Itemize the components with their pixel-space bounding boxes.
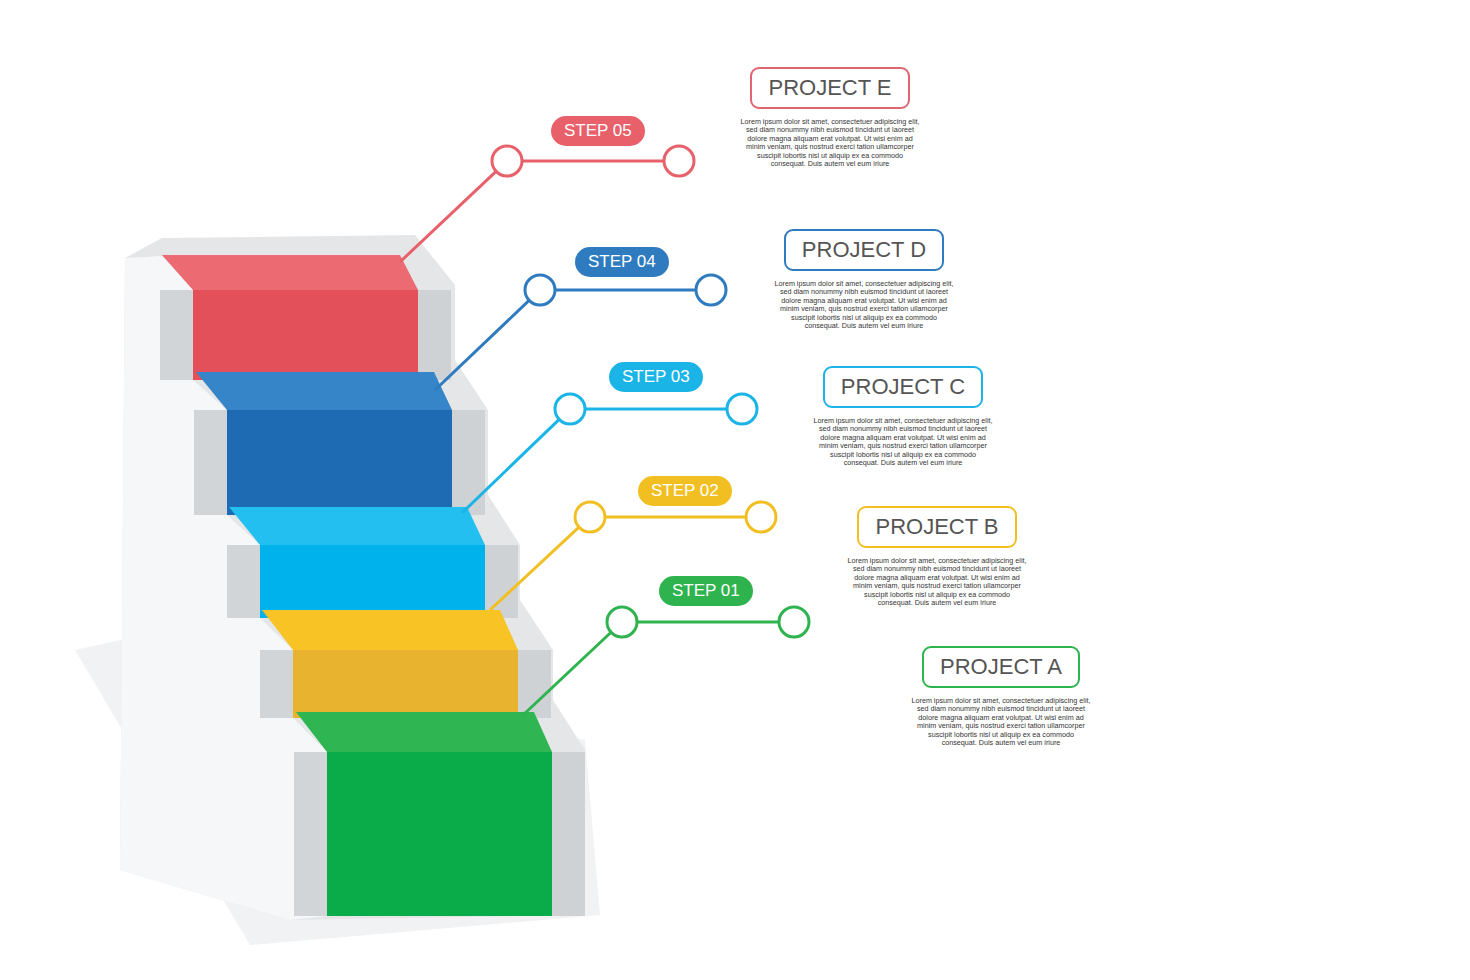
project-title: PROJECT A [922,646,1080,688]
leader-dot [746,502,776,532]
step-trim [194,410,227,515]
leader-line [605,516,746,519]
leader-dot [555,394,585,424]
project-box: PROJECT D Lorem ipsum dolor sit amet, con… [754,229,974,330]
step-riser [193,290,418,380]
leader-line [522,632,611,716]
step-trim [294,752,327,916]
leader-dot [607,607,637,637]
step-riser [260,545,485,618]
step-label: STEP 05 [551,116,645,146]
stair-step [160,255,451,380]
step-trim [518,650,551,718]
step-pill: STEP 04 [575,247,669,277]
step-trim [418,290,451,380]
step-tread [196,372,452,410]
project-box: PROJECT A Lorem ipsum dolor sit amet, con… [891,646,1111,747]
step-trim [452,410,485,515]
step-label: STEP 04 [575,247,669,277]
leader-dot [525,275,555,305]
stair-steps [160,255,585,916]
step-trim [552,752,585,916]
project-description: Lorem ipsum dolor sit amet, consectetuer… [773,280,955,330]
step-trim [160,290,193,380]
step-pill: STEP 03 [609,362,703,392]
leader-dot [779,607,809,637]
step-tread [229,507,485,545]
project-box: PROJECT C Lorem ipsum dolor sit amet, con… [793,366,1013,467]
step-riser [327,752,552,916]
step-label: STEP 01 [659,576,753,606]
step-trim [227,545,260,618]
step-pill: STEP 05 [551,116,645,146]
leader-lines [400,146,809,716]
leader-line [522,160,664,163]
stair-step [260,610,551,718]
step-riser [293,650,518,718]
leader-dot [696,275,726,305]
project-title: PROJECT C [823,366,983,408]
leader-dot [727,394,757,424]
step-label: STEP 03 [609,362,703,392]
project-title: PROJECT D [784,229,944,271]
project-box: PROJECT B Lorem ipsum dolor sit amet, con… [827,506,1047,607]
project-description: Lorem ipsum dolor sit amet, consectetuer… [846,557,1028,607]
leader-line [490,527,579,610]
leader-line [400,171,496,262]
stair-body [120,235,585,920]
stair-step [294,712,585,916]
leader-dot [492,146,522,176]
leader-line [555,289,696,292]
step-label: STEP 02 [638,476,732,506]
step-pill: STEP 01 [659,576,753,606]
leader-line [585,408,727,411]
project-description: Lorem ipsum dolor sit amet, consectetuer… [812,417,994,467]
leader-line [462,419,559,513]
step-tread [162,255,418,290]
stair-step [227,507,518,618]
project-description: Lorem ipsum dolor sit amet, consectetuer… [910,697,1092,747]
step-riser [227,410,452,515]
step-tread [262,610,518,650]
step-trim [260,650,293,718]
stair-step [194,372,485,515]
step-pill: STEP 02 [638,476,732,506]
project-title: PROJECT B [857,506,1016,548]
leader-dot [575,502,605,532]
leader-line [637,621,779,624]
project-box: PROJECT E Lorem ipsum dolor sit amet, con… [720,67,940,168]
step-tread [296,712,552,752]
step-trim [485,545,518,618]
project-title: PROJECT E [750,67,909,109]
leader-line [435,300,529,390]
project-description: Lorem ipsum dolor sit amet, consectetuer… [739,118,921,168]
leader-dot [664,146,694,176]
